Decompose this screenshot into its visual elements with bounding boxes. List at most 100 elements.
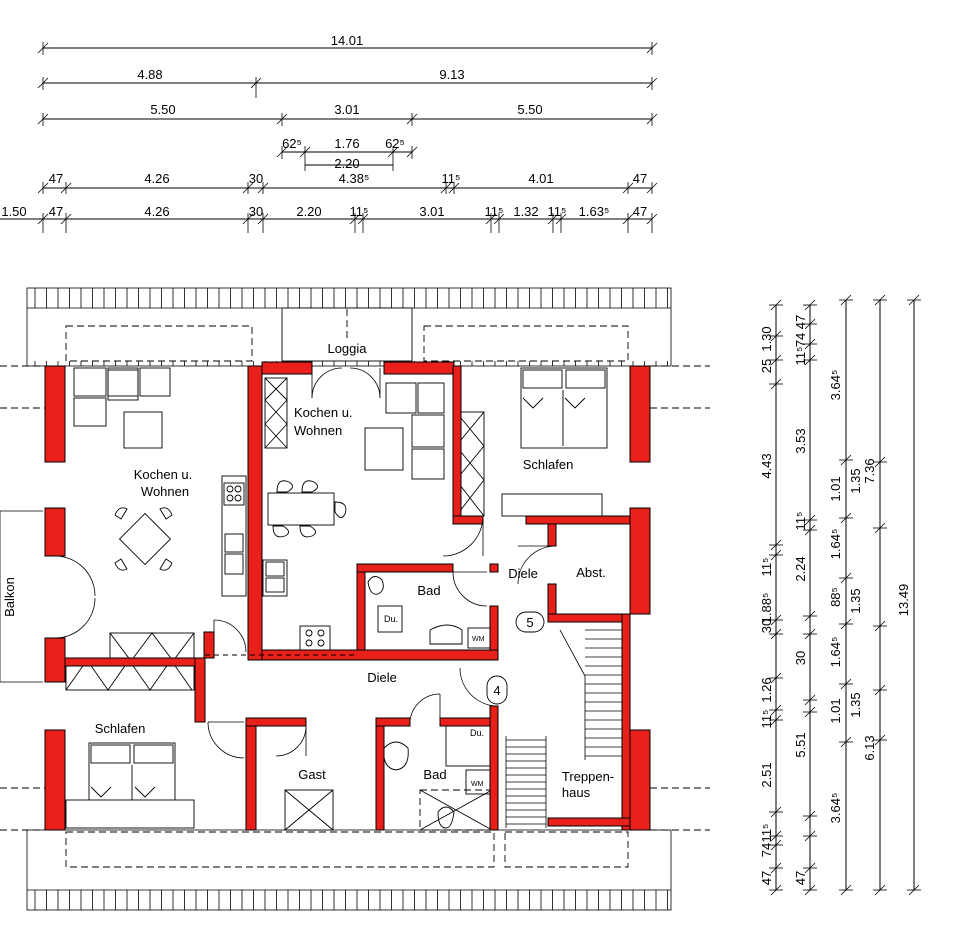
dim-label: 47 [49,171,63,186]
hatch-line [840,884,852,896]
hatch-line [804,830,816,842]
dim-label: 88⁵ [828,587,843,607]
hatch-line [770,330,782,342]
dim-label: 6.13 [862,735,877,760]
room-label-bad-lower: Bad [423,767,446,782]
hatch-line [840,736,852,748]
room-labels: Kochen u. Wohnen Kochen u. Wohnen Schlaf… [2,405,614,800]
room-label-kochen-left-2: Wohnen [141,484,189,499]
dim-label: 1.01 [828,698,843,723]
room-label-diele-right: Diele [508,566,538,581]
hatch-line [770,378,782,390]
hatch-line [770,714,782,726]
hatch-line [804,628,816,640]
dim-label: 74 [793,333,808,347]
hatch-line [770,704,782,716]
dim-label: 11⁵ [350,204,369,219]
dim-label: 1.88⁵ [759,593,774,624]
hatch-line [804,884,816,896]
dim-label: 1.76 [334,136,359,151]
room-label-loggia: Loggia [327,341,367,356]
hatch-line [804,299,816,311]
dim-label: 74 [759,843,774,857]
room-label-schlafen-left: Schlafen [95,721,146,736]
dim-label: 5.51 [793,732,808,757]
top-dimensions: 14.01 4.88 9.13 5.50 3.01 5.50 62⁵ 1.76 … [0,33,658,233]
dim-label: 2.20 [334,156,359,171]
dim-label: 1.35 [848,588,863,613]
dim-label: 4.43 [759,453,774,478]
hatch-line [804,706,816,718]
hatch-line [770,549,782,561]
balcony [0,510,43,683]
hatch-line [804,694,816,706]
dim-label: 4.38⁵ [339,171,370,186]
dim-label: 3.53 [793,428,808,453]
hatch-line [804,810,816,822]
roof-eaves: Loggia [26,287,672,911]
hatch-line [874,884,886,896]
dim-label: 9.13 [439,67,464,82]
dim-label: 11⁵ [793,347,808,366]
room-label-kochen-left-1: Kochen u. [134,467,193,482]
hatch-line [840,294,852,306]
room-label-balkon: Balkon [2,577,17,617]
dim-label: 11⁵ [759,710,774,729]
dim-label: 1.64⁵ [828,637,843,668]
hatch-line [840,512,852,524]
hatch-line [770,884,782,896]
dim-label: 7.36 [862,458,877,483]
hatch-line [874,684,886,696]
roof-projection-lines [0,365,710,831]
room-label-diele-center: Diele [367,670,397,685]
dim-label: 3.01 [334,102,359,117]
hatch-line [804,524,816,536]
dim-label: 4.26 [144,171,169,186]
dim-label: 11⁵ [759,824,774,843]
hatch-line [770,672,782,684]
dim-label: 47 [633,204,647,219]
dim-label: 30 [249,204,263,219]
hatch-line [874,522,886,534]
hatch-line [804,318,816,330]
hatch-line [908,294,920,306]
hatch-line [804,514,816,526]
hatch-line [840,454,852,466]
room-label-treppen-2: haus [562,785,591,800]
dim-label: 11⁵ [759,558,774,577]
dim-label: 13.49 [896,584,911,617]
hatch-line [770,830,782,842]
hatch-line [840,572,852,584]
dim-label: 47 [633,171,647,186]
hatch-line [908,884,920,896]
hatch-line [804,338,816,350]
hatch-line [874,620,886,632]
dim-label: 1.35 [848,692,863,717]
dim-label: 30 [793,651,808,665]
hatch-line [770,354,782,366]
hatch-line [770,806,782,818]
dim-label: 1.35 [848,468,863,493]
label-wm-lower: WM [471,781,484,788]
dim-label: 1.32 [513,204,538,219]
dim-total-width: 14.01 [331,33,364,48]
dim-label: 1.63⁵ [579,204,610,219]
dim-label: 2.20 [296,204,321,219]
hatch-line [874,294,886,306]
dim-label: 30 [249,171,263,186]
label-wm-upper: WM [472,636,485,643]
dim-label: 11⁵ [548,204,567,219]
dim-label: 47 [49,204,63,219]
hatch-line [770,614,782,626]
room-label-treppen-1: Treppen- [562,769,614,784]
marker-4: 4 [493,683,500,698]
hatch-line [804,610,816,622]
marker-5: 5 [526,615,533,630]
right-dimensions: 1.30 47 25 4.43 11⁵ 1.88⁵ 30 1.26 11⁵ 2.… [759,294,921,896]
hatch-line [559,629,586,677]
dim-label: 62⁵ [282,136,302,151]
hatch-line [874,456,886,468]
furniture [65,367,622,831]
dim-label: 2.51 [759,762,774,787]
dim-label: 47 [793,315,808,329]
